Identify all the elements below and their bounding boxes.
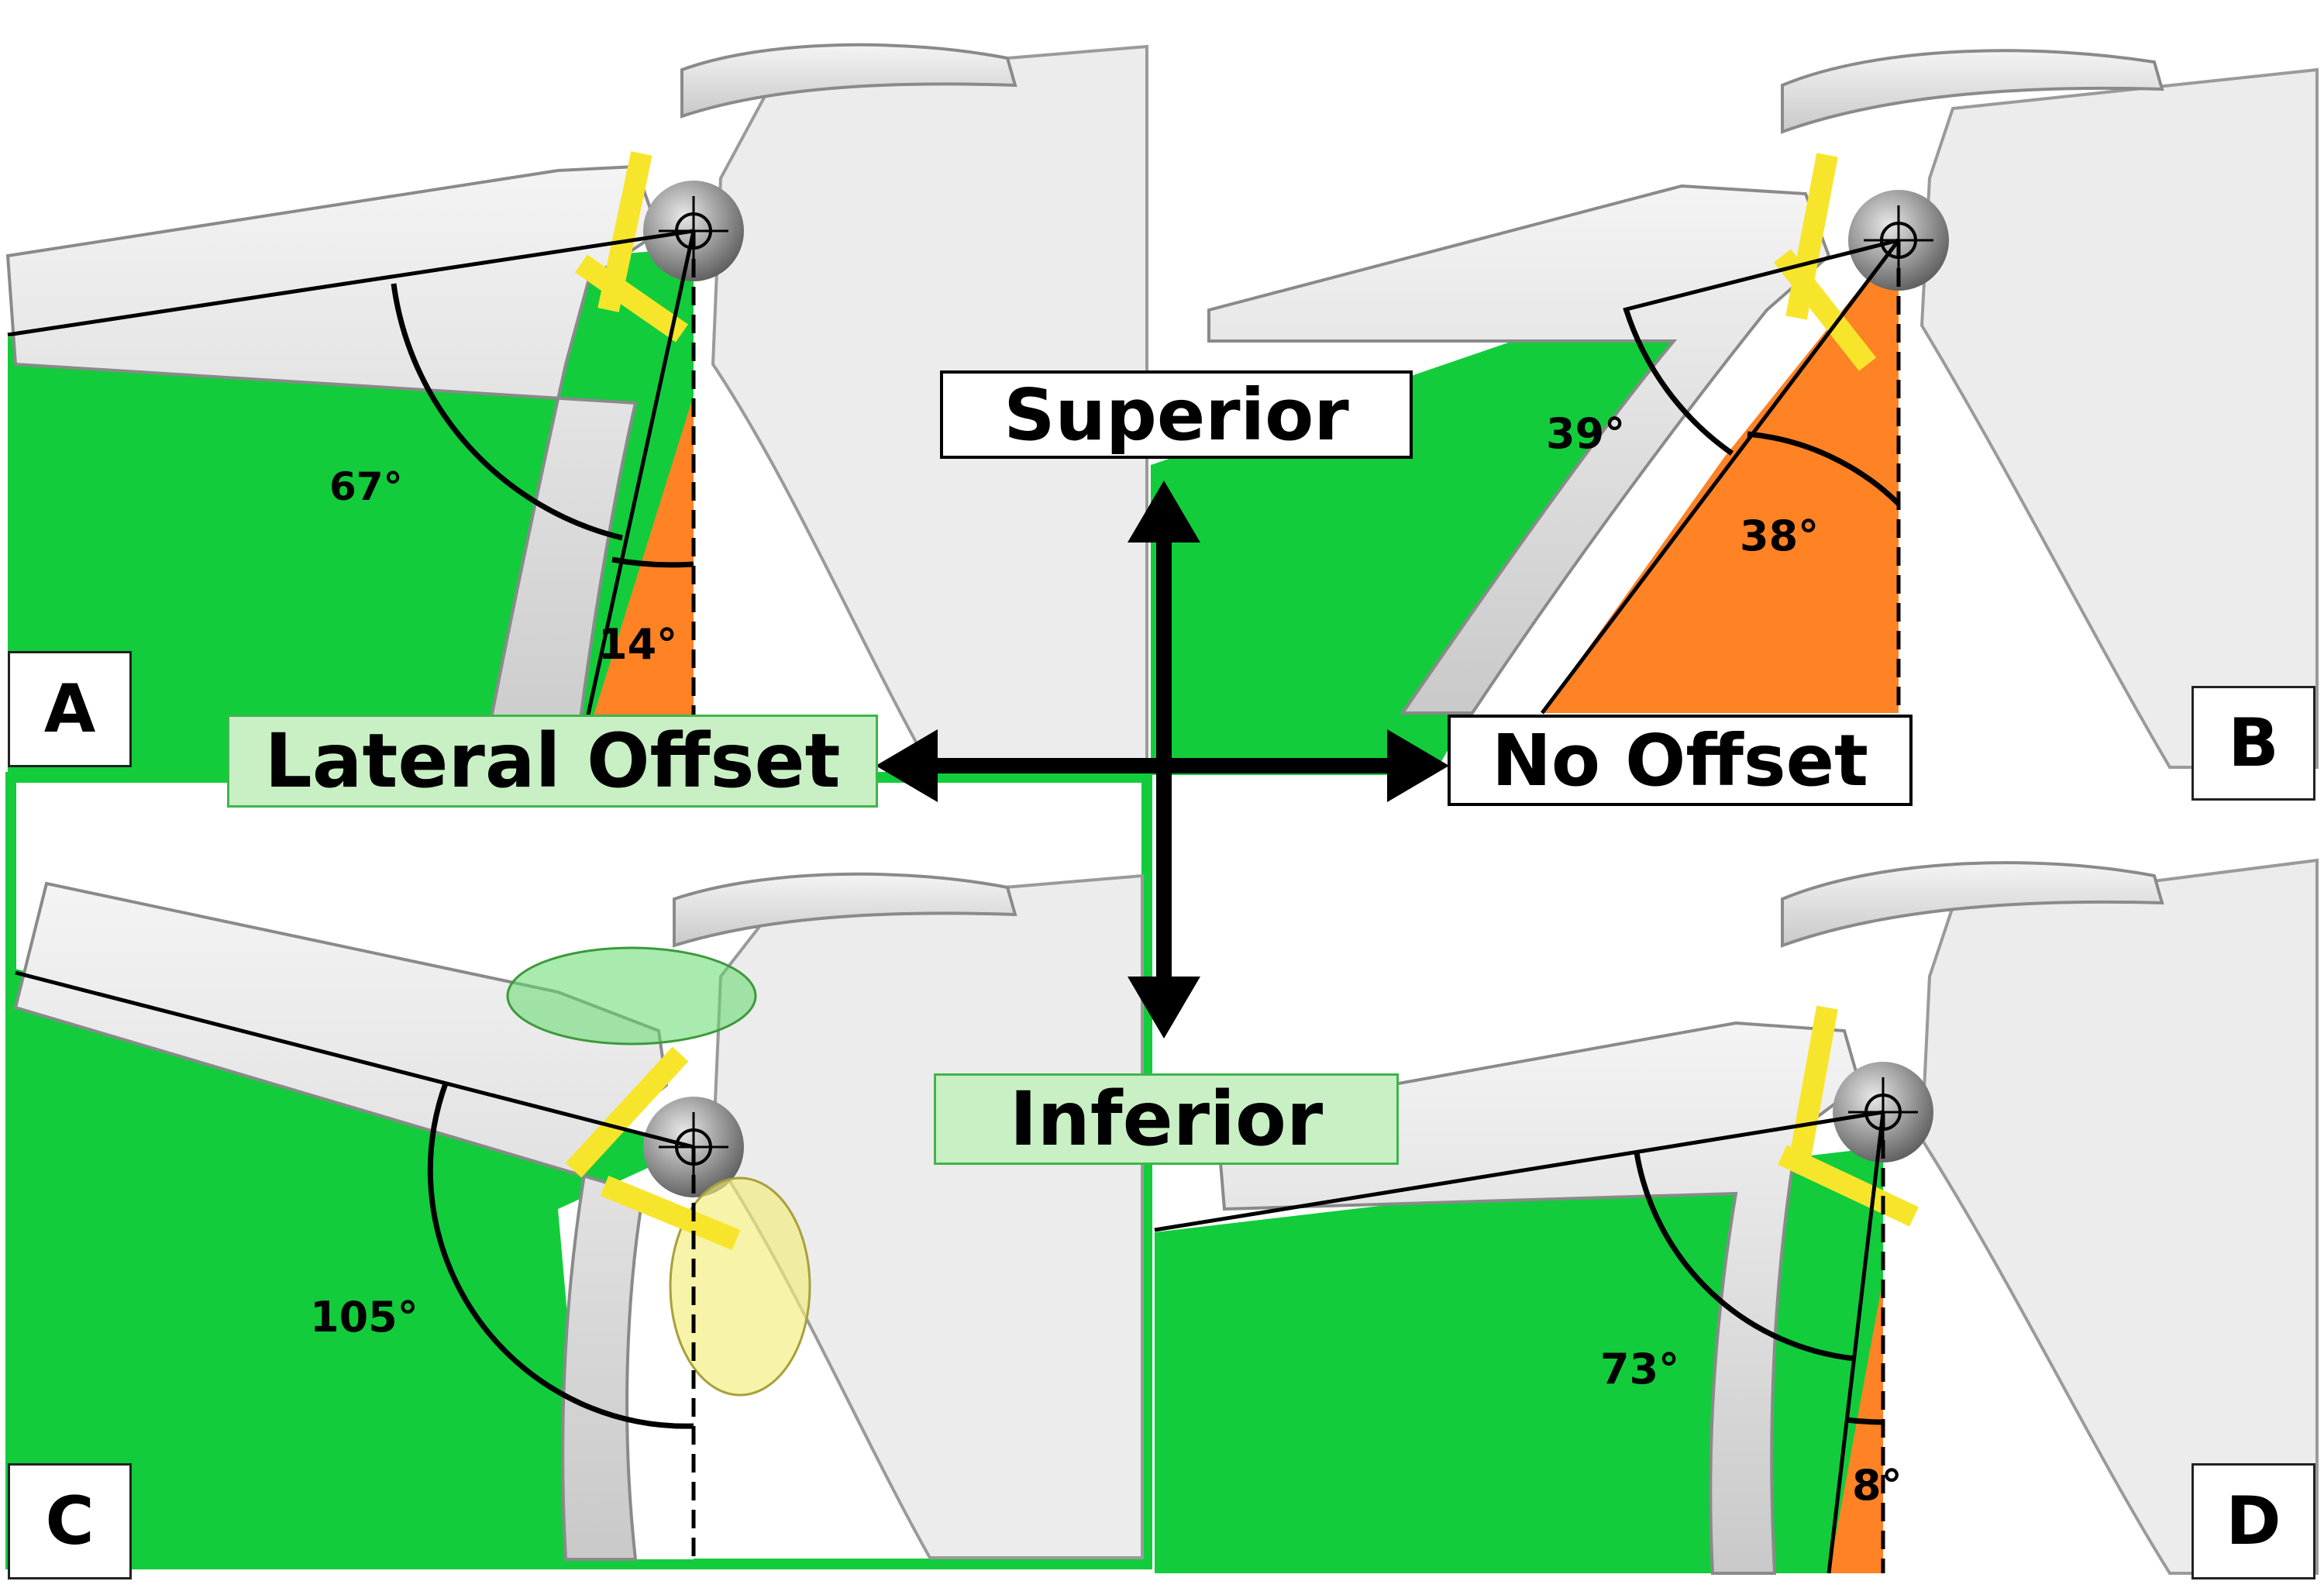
panel-a: 67° 14° [5,43,1148,777]
panel-c-humerus [13,881,669,1561]
panel-b-scapula-axis [1541,239,1900,715]
panel-b-yellow-marker [1773,249,1877,371]
panel-d-yellow-marker [1787,1005,1838,1173]
panel-d-yellow-marker [1778,1145,1919,1227]
crosshair-icon [1864,205,1933,275]
panel-d-clavicle [1781,861,2164,948]
panel-a-arc-orange [611,556,694,568]
arrow-down-icon [1128,977,1200,1039]
panel-b-clavicle [1781,49,2164,134]
panel-b-arc-orange [1747,431,1901,506]
label-lateral-offset: Lateral Offset [227,715,878,808]
panel-letter-d: D [2191,1463,2315,1579]
panel-a-angle-green: 67° [329,464,403,509]
panel-a-arm-axis [7,229,694,337]
panel-b-green-region [1151,287,1713,775]
panel-c-angle-green: 105° [310,1293,418,1342]
crosshair-icon [1848,1077,1918,1147]
panel-d-arc-orange [1845,1417,1884,1425]
panel-a-angle-orange: 14° [598,620,677,669]
panel-a-orange-region [575,395,694,775]
panel-d-arm-axis [1154,1110,1884,1232]
panel-letter-b: B [2191,686,2315,801]
panel-b-scapula [1919,67,2319,769]
panel-c-yellow-marker [565,1046,689,1178]
panel-d-scapula [1919,858,2319,1575]
panel-d-angle-orange: 8° [1852,1461,1902,1510]
panel-c: 105° [5,772,1152,1569]
panel-c-green-ellipse [506,946,757,1045]
panel-d-orange-region [1829,1279,1883,1573]
panel-a-yellow-marker [575,254,688,343]
label-inferior: Inferior [934,1073,1399,1165]
panel-a-scapula-axis [573,230,696,776]
panel-b-angle-green: 39° [1546,409,1625,458]
panel-c-arc-green [427,1082,694,1429]
panel-b-angle-orange: 38° [1740,512,1819,560]
panel-b-arc-green [1623,307,1734,456]
arrow-up-icon [1128,481,1200,543]
panel-b-arm-axis [1623,238,1899,312]
panel-letter-a: A [8,651,132,767]
panel-c-arm-axis [15,970,694,1149]
panel-d-arc-green [1634,1152,1855,1362]
crosshair-icon [659,196,728,266]
label-superior: Superior [940,370,1413,459]
panel-d-scapula-axis [1826,1111,1885,1574]
panel-c-yellow-marker [600,1176,741,1250]
panel-d-angle-green: 73° [1600,1345,1679,1393]
arrow-right-icon [1387,729,1449,802]
panel-a-arc-green [391,283,623,541]
panel-letter-c: C [8,1463,132,1579]
panel-b-humerus [1207,184,1831,715]
label-no-offset: No Offset [1448,715,1913,806]
panel-d-green-region [1155,1147,1883,1573]
arrow-left-icon [876,729,938,802]
direction-arrows [876,481,1449,1039]
crosshair-icon [659,1112,728,1182]
panel-a-clavicle [680,43,1017,119]
panel-c-clavicle [673,872,1017,948]
panel-d: 73° 8° [1154,858,2319,1575]
